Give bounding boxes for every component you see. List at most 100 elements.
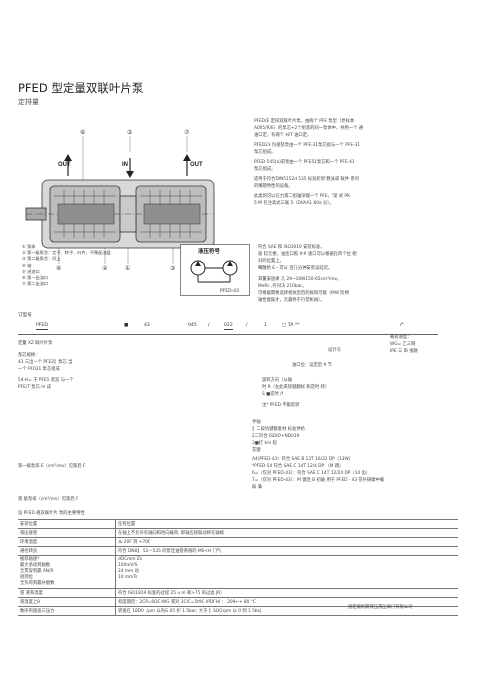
in-label: IN <box>122 162 128 168</box>
shaft-line: 手轴 <box>252 420 261 425</box>
page-subtitle: 定排量 <box>18 98 39 106</box>
sae-line: MeRc ,存对决 210bar。 <box>258 284 307 289</box>
intro-line: 油口定，有两个 H/T 油口定。 <box>254 133 312 138</box>
code-part-model: PFED <box>36 323 48 330</box>
spec-key: 环境温度 <box>18 537 116 547</box>
port-position-label: 油口位：设定后 9 节 <box>292 363 332 368</box>
shaft-line: 联 满 <box>252 485 262 490</box>
shaft-line: 7=（仅对 PFED-43）：M 键连 B 初轴 用于 PFED · 43 花扑… <box>252 478 385 483</box>
intro-line: 泵芯组成。 <box>254 167 276 172</box>
spec-value: 转速在 18D0（pm 以内G 05 护 1.5bar, 大于 】SOOrpm … <box>115 606 458 616</box>
table-row: 通径转良 符合 DN8】 52—535 的泵连油管系统的 MS<H 门气 <box>18 546 458 556</box>
code-part-end: /* <box>400 323 404 328</box>
page-title: PFED 型定量双联叶片泵 <box>18 81 144 95</box>
order-note: 54-H= 于 PFE5 装泥 与一个 <box>18 378 74 383</box>
hydraulic-symbol: 液压符号 PFED-43 <box>180 244 250 296</box>
spec-value: 符合 ISO1819 标准的过程 25 u m 和>75 的过滤 JR） <box>115 588 458 598</box>
code-part-design: 1 <box>264 323 267 328</box>
spec-key: 液温度上8 <box>18 597 116 607</box>
table-row: 液 液系温度 符合 ISO1819 标准的过程 25 u m 和>75 的过滤 … <box>18 588 458 598</box>
shaft-line: 花键 <box>252 448 261 453</box>
spec-key: 推荐轴速* 最大承动到轴数 全贯穿到最 AN/R 短到位 全负荷到最补偿数 <box>18 555 116 589</box>
order-note: 定量 XZ 联叶片泵 <box>18 341 53 346</box>
order-note: 泵芯规格： <box>18 353 40 358</box>
shaft-line: A4(PFED·43）符合 SAE B 13T 16/32 DP（13W） <box>252 457 354 462</box>
code-part-size: 43 <box>144 323 150 328</box>
order-note: PFE/T 泵芯 m 成 <box>18 385 52 390</box>
table-row: 数序的速滤三压力 转速在 18D0（pm 以内G 05 护 1.5bar, 大于… <box>18 606 458 616</box>
spec-table: 安装位置 任何位置 液压接管 在轴上不允许有轴向和径向载荷, 即轴应接联动将在轴… <box>18 519 458 616</box>
code-part-first: 045 <box>188 323 197 328</box>
legend-item: ⑤ 进油口 <box>22 268 40 274</box>
shaft-line: *PFED-54 符合 SAE C 14T 12/4 DP （M 跳） <box>252 464 344 469</box>
legend-item: ④ 轴 <box>22 262 32 268</box>
shaft-options: 手轴 】二段坑键额套材 标准供给 2二符合 ISDID+ND019 3■打 km… <box>252 419 472 491</box>
code-part-slash: / <box>246 323 248 328</box>
intro-line: 的嘴管特性的设备。 <box>254 184 293 189</box>
footer-company: 固定顺利鋼液压液压阀门有限公司 <box>348 605 413 610</box>
spec-key: 数序的速滤三压力 <box>18 606 116 616</box>
shaft-line: 6=（仅对 PFED-43）：符合 SAE C 14T 12/24 DP（14 … <box>252 471 371 476</box>
callout-2: ② <box>102 265 108 272</box>
order-code-row: PFED ■ 43 045 / 022 / 1 □ TA ** /* <box>18 322 438 332</box>
rotation-line: 时 R（左此来轻越翻样 和逆时 转） <box>262 385 330 390</box>
table-row: 推荐轴速* 最大承动到轴数 全贯穿到最 AN/R 短到位 全负荷到最补偿数 dO… <box>18 555 458 589</box>
spec-value: 符合 DN8】 52—535 的泵连油管系统的 MS<H 门气 <box>115 546 458 556</box>
intro-line: PFED-545(a)前泵由一个 PFE51泵芯和一个 PFE-41 <box>254 160 355 165</box>
order-notes-second: 54-H= 于 PFE5 装泥 与一个 PFE/T 泵芯 m 成 <box>18 377 168 391</box>
spec-heading: 设 PFED 规双联叶片 泵的主要特性 <box>18 511 85 516</box>
order-note: IPE 三 串 接融 <box>390 349 418 354</box>
sae-line: 符合 SAE 和 ISO3019 安装标准。 <box>258 245 325 250</box>
spec-key: 安装位置 <box>18 519 116 529</box>
sae-line: 耳量安放果 几 29~16W150-65cm³/rev。 <box>258 277 342 282</box>
code-part-slash: / <box>208 323 210 328</box>
spec-value: dOCmm·Zs 100mV/S 24 mm 动 10 mmTs <box>115 555 458 589</box>
order-code-heading: 订型号 <box>18 313 32 318</box>
parts-legend: ① 泵体 ② 第一级泵芯：定子、转子、叶片、平衡配油盘 ③ 第二级泵芯：同上 ④… <box>22 244 162 287</box>
table-row: 安装位置 任何位置 <box>18 519 458 529</box>
code-part-second: 022 <box>224 323 233 330</box>
sae-notes: 符合 SAE 和 ISO3019 安装标准。 吸 较元便，油连口照 ##.速口可… <box>258 244 468 304</box>
intro-text: PFED/E 定排双联叶片泵。由两个 PFE 泵型（見样本 A005/R/E）的… <box>254 118 466 207</box>
intro-line: PFED23 包接装泵由一个 PFE-31泵芯组与一个 PFE-31 <box>254 143 361 148</box>
shaft-line: 2二符合 ISDID+ND019 <box>252 434 300 439</box>
shaft-line: 】二段坑键额套材 标准供给 <box>252 427 305 432</box>
code-part-marker: ■ <box>124 323 129 328</box>
pfed-rotation-note: 注* PFED 不能反转 <box>262 403 300 408</box>
table-row: 液温度上8 积度期后：2CP=6OC-WG 液对 2CIC=5t9C IPDFH… <box>18 597 458 607</box>
table-row: 环境温度 从-20F 到 +70F <box>18 537 458 547</box>
callout-5: ⑤ <box>127 129 132 136</box>
intro-line: 5-M 包注高式三联 5（DVAA1 60a 分）。 <box>254 201 334 206</box>
symbol-title: 液压符号 <box>198 247 221 255</box>
shaft-line: 3■打 km 程 <box>252 441 277 446</box>
sae-line: 轴性能既才，无最终于行型机械）。 <box>258 298 325 303</box>
sae-line: 可根据需要选择相关型后的按照可能（MW 阶梯 <box>258 291 349 296</box>
out-right-label: OUT <box>190 162 203 168</box>
callout-4: ④ <box>56 265 61 272</box>
spec-value: 在轴上不允许有轴向和径向载荷, 即轴应接联动将在轴端 <box>115 528 458 538</box>
order-note: 载荷速度： <box>390 335 412 340</box>
callout-7: ⑦ <box>184 129 190 136</box>
order-note: WG= 乙三倒 <box>390 342 416 347</box>
spec-value: 从-20F 到 +70F <box>115 537 458 547</box>
legend-item: ⑦ 第二出油口 <box>22 281 49 287</box>
spec-key: 液 液系温度 <box>18 588 116 598</box>
spec-key: 通径转良 <box>18 546 116 556</box>
intro-line: PFED/E 定排双联叶片泵。由两个 PFE 泵型（見样本 <box>254 119 355 124</box>
legend-item: ② 第一级泵芯：定子、转子、叶片、平衡配油盘 <box>22 250 111 256</box>
pump-cutaway-diagram: OUT IN OUT ⑥ ⑤ ⑦ ④ ② ① ③ <box>25 129 215 272</box>
sae-line: 对的位置上。 <box>258 259 284 264</box>
rotation-notes: 旋转方向（从轴 时 R（左此来轻越翻样 和逆时 转） S ■逆时 /f <box>262 377 462 398</box>
code-part-options: □ TA ** <box>282 323 300 328</box>
rotation-line: 旋转方向（从轴 <box>262 378 293 383</box>
order-notes-right: 载荷速度： WG= 乙三倒 IPE 三 串 接融 <box>390 334 470 355</box>
spec-value: 任何位置 <box>115 519 458 529</box>
order-note: 一个 PF031 泵芯组成 <box>18 367 60 372</box>
sae-line: 细醒给 E・可以 连几分钟安装误延迟。 <box>258 266 333 271</box>
sae-line: 吸 较元便，油连口照 ##.速口可以根据在四个位 相 <box>258 252 357 257</box>
callout-1: ① <box>125 265 130 272</box>
spec-key: 液压接管 <box>18 528 116 538</box>
intro-line: 适用于符合DIN5152d 535 标准轮架'教泳或 联件 系列 <box>254 177 360 182</box>
order-notes-left: 定量 XZ 联叶片泵 泵芯规格： 43 三出一个 PFE2】泵芯 当 一个 PF… <box>18 340 168 373</box>
order-code-rule <box>18 334 438 335</box>
